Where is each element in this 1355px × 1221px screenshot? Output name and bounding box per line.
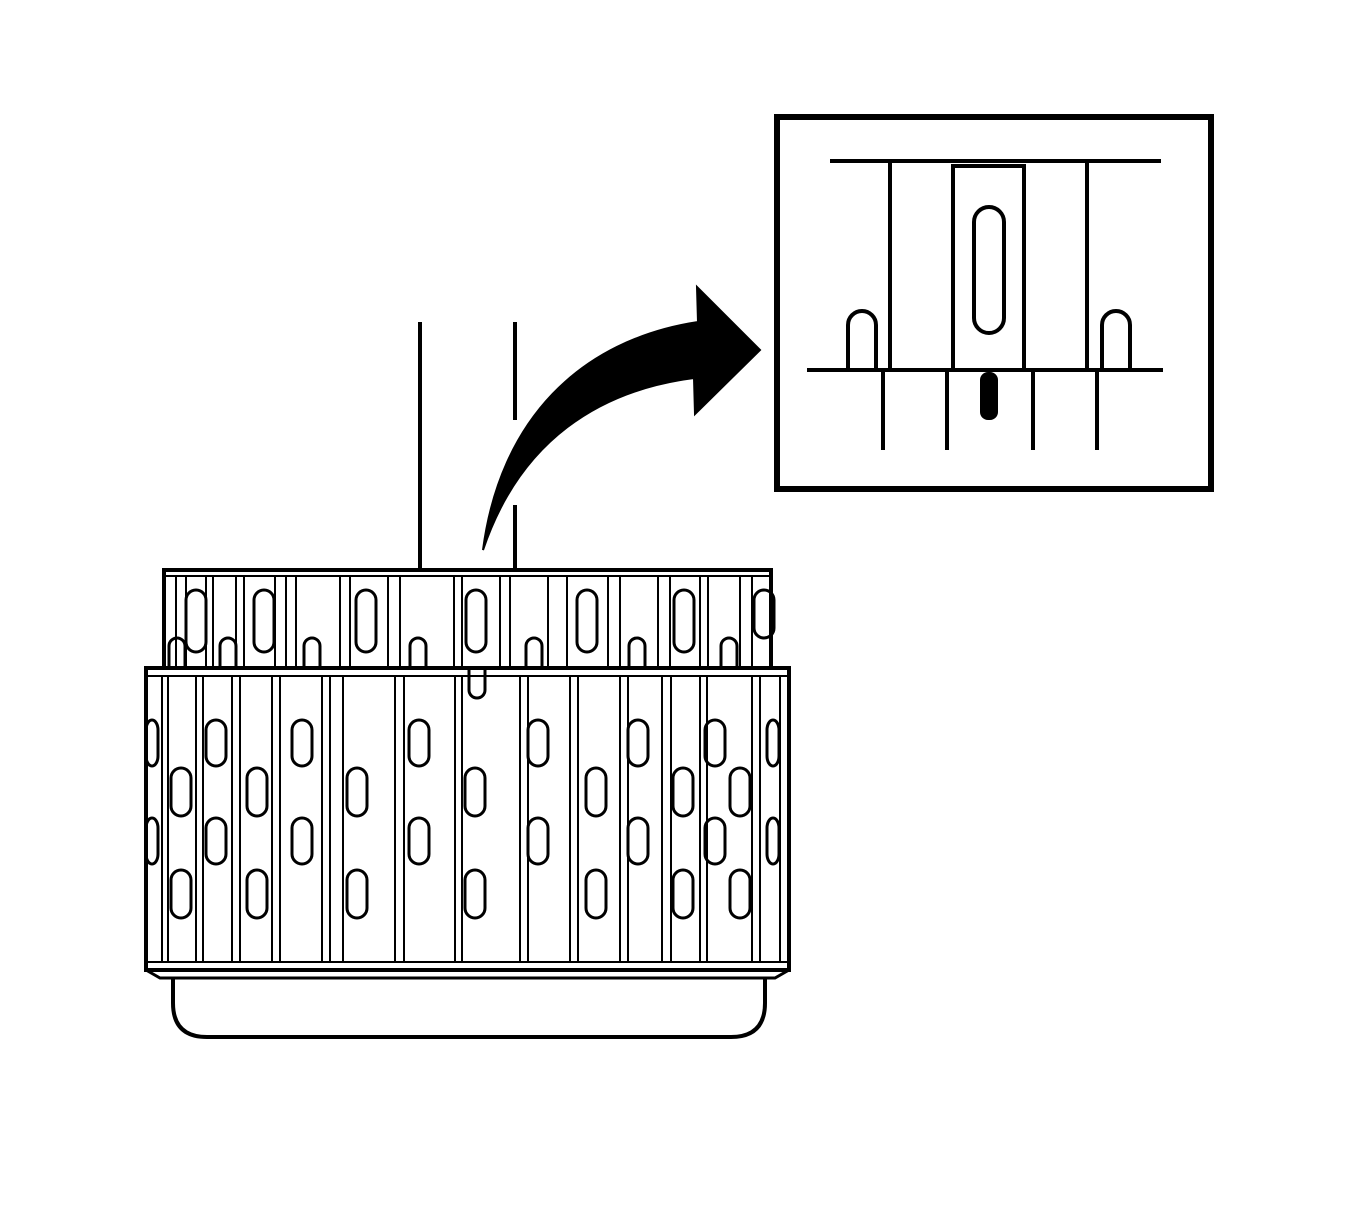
upper-slot: [252, 588, 276, 654]
lower-slot: [245, 868, 269, 920]
lower-slot: [671, 766, 695, 818]
upper-slots: [184, 588, 776, 654]
lower-slot: [204, 816, 228, 866]
upper-arch: [408, 636, 428, 668]
lower-slot: [144, 816, 160, 866]
drum-base: [145, 968, 790, 1039]
lower-slot: [345, 868, 369, 920]
lower-slot: [169, 868, 193, 920]
lower-slots: [144, 718, 781, 920]
upper-arch: [719, 636, 739, 668]
lower-slot: [144, 718, 160, 768]
curved-arrow-icon: [482, 284, 762, 551]
lower-slot: [703, 718, 727, 768]
lower-slot: [245, 766, 269, 818]
lower-slot: [463, 766, 487, 818]
upper-slot: [184, 588, 208, 654]
upper-slot: [464, 588, 488, 654]
lower-slot: [345, 766, 369, 818]
lower-slot: [290, 718, 314, 768]
detail-inset: [774, 114, 1214, 492]
lower-slot: [626, 718, 650, 768]
upper-arch: [167, 636, 187, 668]
lower-slot: [703, 816, 727, 866]
upper-arch: [218, 636, 238, 668]
lower-slot: [584, 868, 608, 920]
lower-slot: [728, 868, 752, 920]
inset-frame: [774, 114, 1214, 492]
upper-slot: [672, 588, 696, 654]
inset-alignment-mark: [980, 372, 998, 420]
lower-slot: [169, 766, 193, 818]
upper-arch: [524, 636, 544, 668]
upper-slot: [354, 588, 378, 654]
lower-slot: [584, 766, 608, 818]
upper-arch: [302, 636, 322, 668]
lower-slot: [407, 718, 431, 768]
upper-arches: [167, 636, 739, 668]
lower-slot: [671, 868, 695, 920]
upper-slot: [575, 588, 599, 654]
lower-slot: [626, 816, 650, 866]
upper-arch: [627, 636, 647, 668]
lower-band-outline: [144, 666, 791, 972]
drum-upper-band: [162, 568, 776, 670]
lower-slot: [204, 718, 228, 768]
lower-splines: [161, 676, 781, 962]
lower-slot: [765, 718, 781, 768]
upper-slot: [752, 588, 776, 640]
drum-lower-band: [144, 666, 791, 972]
upper-splines: [175, 576, 753, 668]
lower-slot: [526, 718, 550, 768]
lower-slot: [407, 816, 431, 866]
center-tab: [467, 668, 487, 700]
lower-slot: [290, 816, 314, 866]
shaft: [418, 322, 517, 570]
lower-slot: [728, 766, 752, 818]
inset-center-spline: [951, 164, 1026, 372]
lower-slot: [765, 816, 781, 866]
lower-slot: [463, 868, 487, 920]
inset-center-slot: [972, 205, 1006, 335]
inset-right-arch: [1100, 309, 1132, 370]
lower-slot: [526, 816, 550, 866]
inset-left-arch: [846, 309, 878, 370]
